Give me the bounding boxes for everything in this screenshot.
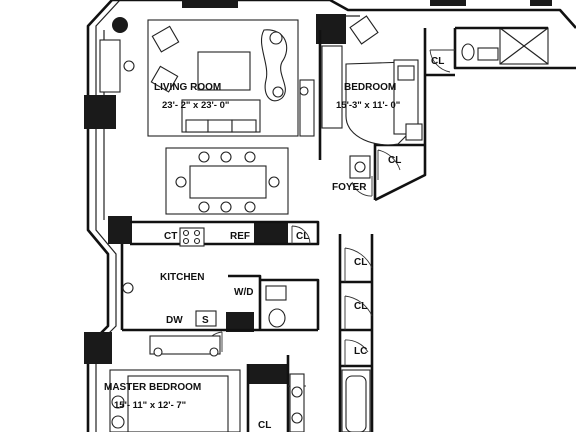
bedroom-furniture <box>321 15 423 179</box>
master-suite <box>109 369 371 432</box>
living-room-dimensions: 23'- 2" x 23'- 0" <box>162 100 229 111</box>
wall-columns <box>84 0 552 384</box>
dining-set <box>165 147 289 215</box>
closet-label: CL <box>388 155 401 166</box>
refrigerator-label: REF <box>230 231 250 242</box>
living-room-label: LIVING ROOM <box>154 82 221 93</box>
room-labels: LIVING ROOM 23'- 2" x 23'- 0" BEDROOM 15… <box>104 82 400 411</box>
linen-closet-label: LC <box>354 346 367 357</box>
kitchen-label: KITCHEN <box>160 272 204 283</box>
bedroom-dimensions: 15'-3" x 11'- 0" <box>336 100 400 111</box>
upper-bath <box>455 26 549 65</box>
cooktop-label: CT <box>164 231 177 242</box>
closet-label: CL <box>354 301 367 312</box>
closet-label: CL <box>296 231 309 242</box>
fixture-labels: CL CL CL CL CL LC CL CT REF W/D DW S <box>164 56 444 431</box>
master-bedroom-label: MASTER BEDROOM <box>104 382 201 393</box>
closet-label: CL <box>431 56 444 67</box>
sink-label: S <box>202 315 209 326</box>
foyer-label: FOYER <box>332 182 367 193</box>
closet-label: CL <box>258 420 271 431</box>
kitchen-fixtures <box>122 227 287 357</box>
closet-label: CL <box>354 257 367 268</box>
dishwasher-label: DW <box>166 315 183 326</box>
washer-dryer-label: W/D <box>234 287 253 298</box>
living-room-furniture <box>99 17 315 137</box>
bedroom-label: BEDROOM <box>344 82 396 93</box>
master-bedroom-dimensions: 15'- 11" x 12'- 7" <box>114 400 186 411</box>
